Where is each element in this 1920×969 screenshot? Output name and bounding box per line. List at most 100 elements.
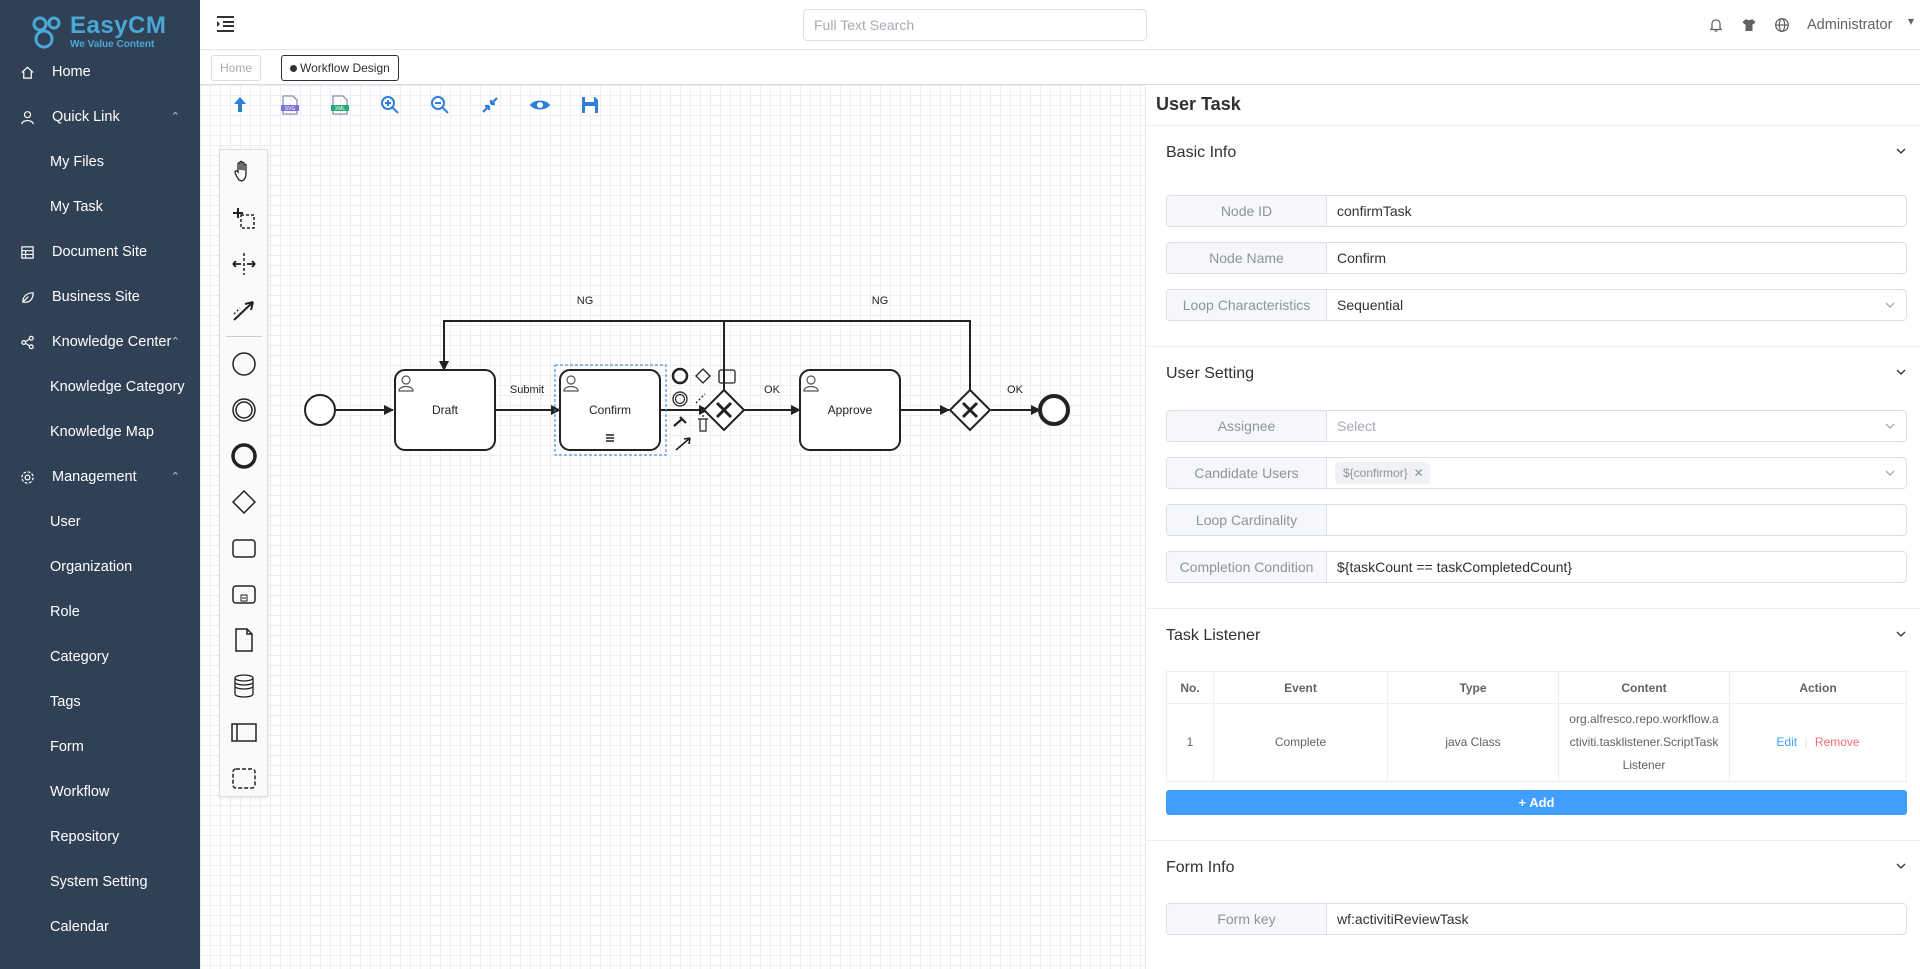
sidebar-item-knowledge-center[interactable]: Knowledge Center ⌃ (0, 320, 200, 365)
lasso-tool-icon[interactable] (230, 204, 258, 232)
sidebar-item-my-task[interactable]: My Task (0, 185, 200, 230)
node-name-field[interactable]: Node Name Confirm (1166, 242, 1907, 274)
assignee-select[interactable]: Assignee Select (1166, 410, 1907, 442)
sidebar-item-tags[interactable]: Tags (0, 680, 200, 725)
append-intermediate-event-icon[interactable] (672, 391, 688, 407)
sidebar-item-workflow[interactable]: Workflow (0, 770, 200, 815)
section-user-setting[interactable]: User Setting (1146, 346, 1920, 402)
append-gateway-icon[interactable] (695, 368, 711, 384)
sidebar-item-form[interactable]: Form (0, 725, 200, 770)
close-icon[interactable]: ✕ (1413, 466, 1424, 480)
sidebar-item-repository[interactable]: Repository (0, 815, 200, 860)
node-name-input[interactable]: Confirm (1337, 250, 1387, 266)
sidebar-item-organization[interactable]: Organization (0, 545, 200, 590)
start-event-icon[interactable] (230, 350, 258, 378)
zoom-in-icon[interactable] (378, 93, 402, 117)
completion-condition-input[interactable]: ${taskCount == taskCompletedCount} (1337, 559, 1573, 575)
task-draft[interactable]: Draft (394, 369, 496, 451)
sidebar-item-business-site[interactable]: Business Site (0, 275, 200, 320)
sidebar-item-calendar[interactable]: Calendar (0, 905, 200, 950)
connect-icon[interactable] (675, 437, 691, 451)
append-text-annotation-icon[interactable] (695, 393, 706, 404)
end-event-icon[interactable] (230, 442, 258, 470)
loop-characteristics-select[interactable]: Loop Characteristics Sequential (1166, 289, 1907, 321)
sidebar-item-my-files[interactable]: My Files (0, 140, 200, 185)
sidebar-item-knowledge-category[interactable]: Knowledge Category (0, 365, 200, 410)
loop-cardinality-field[interactable]: Loop Cardinality (1166, 504, 1907, 536)
preview-eye-icon[interactable] (528, 93, 552, 117)
pool-participant-icon[interactable] (230, 718, 258, 746)
sidebar-item-document-site[interactable]: Document Site (0, 230, 200, 275)
sidebar-item-category[interactable]: Category (0, 635, 200, 680)
section-form-info[interactable]: Form Info (1146, 840, 1920, 896)
task-icon[interactable] (230, 534, 258, 562)
globe-language-icon[interactable] (1774, 17, 1790, 33)
global-connect-tool-icon[interactable] (230, 296, 258, 324)
exclusive-gateway-2[interactable] (948, 388, 992, 432)
bpmn-canvas[interactable]: SVG XML (200, 85, 1145, 969)
form-key-input[interactable]: wf:activitiReviewTask (1337, 911, 1469, 927)
sequence-flow-ng-2[interactable] (724, 320, 971, 390)
search-input[interactable] (803, 9, 1147, 41)
content-line: ctiviti.tasklistener.ScriptTask (1569, 735, 1719, 749)
theme-shirt-icon[interactable] (1741, 17, 1757, 33)
menu-fold-icon[interactable] (216, 15, 236, 33)
sidebar-item-label: Document Site (52, 244, 148, 260)
sidebar-item-quick-link[interactable]: Quick Link ⌃ (0, 95, 200, 140)
tab-workflow-design[interactable]: Workflow Design (281, 55, 399, 81)
bell-icon[interactable] (1708, 17, 1724, 33)
open-file-icon[interactable] (228, 93, 252, 117)
node-id-input[interactable]: confirmTask (1337, 203, 1412, 219)
sidebar-item-user[interactable]: User (0, 500, 200, 545)
edit-link[interactable]: Edit (1776, 735, 1798, 749)
data-object-icon[interactable] (230, 626, 258, 654)
task-confirm[interactable]: Confirm (554, 364, 667, 456)
delete-trash-icon[interactable] (698, 415, 708, 432)
sidebar-item-system-setting[interactable]: System Setting (0, 860, 200, 905)
group-icon[interactable] (230, 764, 258, 792)
flow-label-ok-1: OK (764, 384, 781, 396)
section-basic-info[interactable]: Basic Info (1146, 125, 1920, 181)
gateway-icon[interactable] (230, 488, 258, 516)
candidate-user-tag: ${confirmor} ✕ (1335, 462, 1430, 484)
node-id-field[interactable]: Node ID confirmTask (1166, 195, 1907, 227)
exclusive-gateway-1[interactable] (702, 388, 746, 432)
logo[interactable]: EasyCM We Value Content (30, 12, 170, 52)
completion-condition-field[interactable]: Completion Condition ${taskCount == task… (1166, 551, 1907, 583)
section-task-listener[interactable]: Task Listener (1146, 608, 1920, 664)
sidebar-item-knowledge-map[interactable]: Knowledge Map (0, 410, 200, 455)
save-icon[interactable] (578, 93, 602, 117)
chevron-up-icon: ⌃ (170, 336, 180, 348)
zoom-out-icon[interactable] (428, 93, 452, 117)
selection-outline (554, 364, 667, 456)
download-xml-icon[interactable]: XML (328, 93, 352, 117)
sidebar-item-management[interactable]: Management ⌃ (0, 455, 200, 500)
add-listener-button[interactable]: + Add (1166, 790, 1907, 815)
candidate-users-select[interactable]: Candidate Users ${confirmor} ✕ (1166, 457, 1907, 489)
append-task-icon[interactable] (718, 369, 736, 384)
task-listener-table: No. Event Type Content Action 1 Complete… (1166, 671, 1907, 782)
data-store-icon[interactable] (230, 672, 258, 700)
user-menu[interactable]: Administrator (1807, 17, 1893, 33)
task-approve[interactable]: Approve (799, 369, 901, 451)
remove-link[interactable]: Remove (1814, 735, 1860, 749)
subprocess-icon[interactable] (230, 580, 258, 608)
sidebar-item-role[interactable]: Role (0, 590, 200, 635)
append-end-event-icon[interactable] (671, 367, 689, 385)
form-key-field[interactable]: Form key wf:activitiReviewTask (1166, 903, 1907, 935)
hand-tool-icon[interactable] (230, 158, 258, 186)
sequence-flow-ng-1[interactable] (439, 320, 724, 371)
start-event[interactable] (304, 394, 336, 426)
download-svg-icon[interactable]: SVG (278, 93, 302, 117)
flow-label-ok-2: OK (1007, 384, 1024, 396)
intermediate-event-icon[interactable] (230, 396, 258, 424)
field-label: Node Name (1167, 243, 1327, 273)
tab-home[interactable]: Home (211, 55, 262, 81)
caret-down-icon[interactable]: ▾ (1908, 14, 1915, 28)
fit-viewport-icon[interactable] (478, 93, 502, 117)
end-event[interactable] (1038, 394, 1070, 426)
sidebar-item-home[interactable]: Home (0, 50, 200, 95)
chevron-up-icon: ⌃ (170, 471, 180, 483)
change-type-wrench-icon[interactable] (673, 416, 687, 427)
space-tool-icon[interactable] (230, 250, 258, 278)
